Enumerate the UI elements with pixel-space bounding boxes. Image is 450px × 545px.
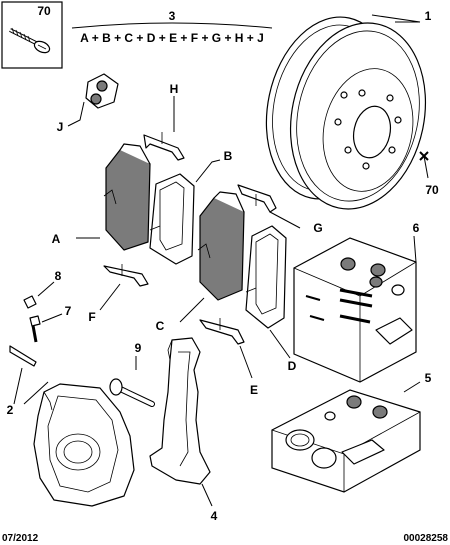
bleed-cap-label: 8 xyxy=(55,269,62,283)
disc-screw-label: 70 xyxy=(425,183,439,197)
clip-e: E xyxy=(199,318,258,397)
bolt-set-j-label: J xyxy=(57,120,64,134)
bolt-set-j: J xyxy=(57,73,119,134)
bleed-parts: 8 7 xyxy=(23,269,72,343)
screw-70-label: 70 xyxy=(37,4,51,18)
carrier-label: 4 xyxy=(211,509,218,523)
bolt-label: 9 xyxy=(135,341,142,355)
pad-d-label: D xyxy=(288,359,297,373)
pad-kit-header: 3 A + B + C + D + E + F + G + H + J xyxy=(71,9,273,45)
screw-70-box: 70 xyxy=(1,1,63,69)
clip-f: F xyxy=(88,264,149,324)
clip-e-label: E xyxy=(250,383,258,397)
repair-kit-6-label: 6 xyxy=(413,221,420,235)
pad-a: A xyxy=(52,143,151,251)
repair-kit-6: 6 xyxy=(293,221,420,383)
footer-reference: 00028258 xyxy=(404,533,449,544)
caliper-label: 2 xyxy=(7,403,14,417)
pad-kit-contents: A + B + C + D + E + F + G + H + J xyxy=(80,31,264,45)
pad-c-label: C xyxy=(156,319,165,333)
pad-b-label: B xyxy=(224,149,233,163)
repair-kit-5-label: 5 xyxy=(425,371,432,385)
bolt-9: 9 xyxy=(109,341,155,407)
carrier: 4 xyxy=(149,337,218,523)
pad-b: B xyxy=(149,149,233,265)
footer-date: 07/2012 xyxy=(2,533,39,544)
repair-kit-5: 5 xyxy=(271,371,432,493)
pad-c: C xyxy=(156,191,245,333)
pad-a-label: A xyxy=(52,232,61,246)
clip-h-label: H xyxy=(170,82,179,96)
caliper: 2 xyxy=(7,345,135,507)
pad-kit-label: 3 xyxy=(169,9,176,23)
clip-g-label: G xyxy=(313,221,322,235)
clip-g: G xyxy=(237,184,323,235)
pad-d: D xyxy=(245,225,297,373)
brake-disc: 1 70 xyxy=(265,9,439,210)
clip-f-label: F xyxy=(88,310,95,324)
bleed-screw-label: 7 xyxy=(65,304,72,318)
disc-label: 1 xyxy=(425,9,432,23)
clip-h: H xyxy=(143,82,185,161)
